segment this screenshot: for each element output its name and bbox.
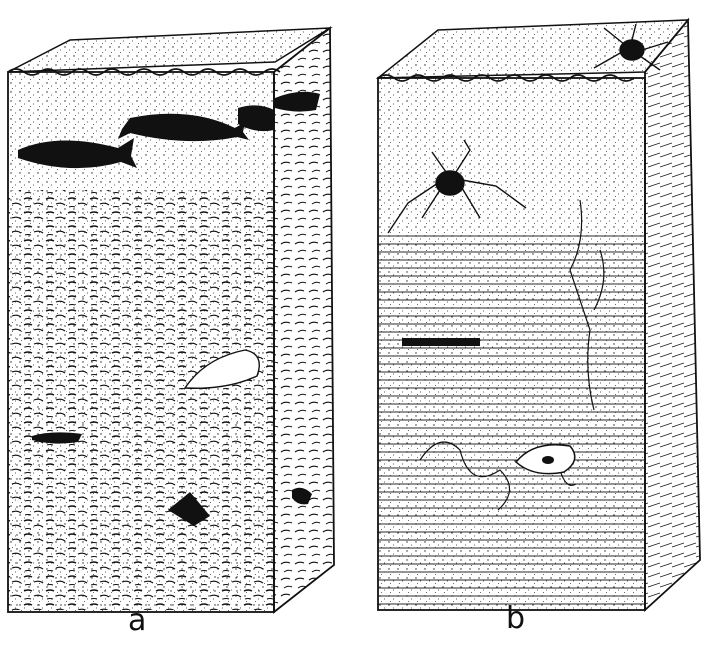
- shell-b-2: [542, 456, 554, 464]
- panel-label-a: a: [128, 606, 146, 636]
- side-face-a: [274, 28, 334, 612]
- panel-label-b: b: [506, 604, 525, 634]
- laminated-layers-b: [378, 234, 645, 610]
- side-face-b: [645, 20, 700, 610]
- panel-b-block: [378, 20, 700, 610]
- shell-b-3: [402, 338, 480, 346]
- panel-a-block: [8, 28, 334, 612]
